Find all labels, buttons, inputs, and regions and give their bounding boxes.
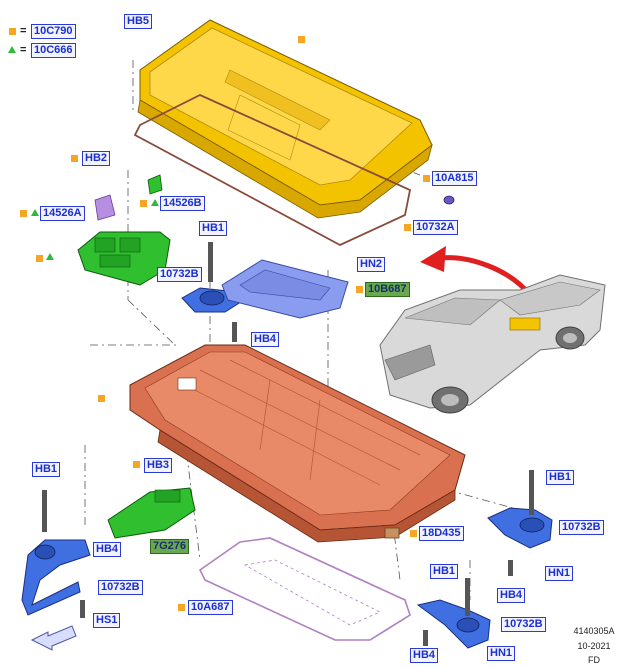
red-arrow-icon xyxy=(439,255,532,297)
callout-18d435: 18D435 xyxy=(419,526,464,541)
square-marker xyxy=(20,210,27,217)
square-marker xyxy=(298,36,305,43)
callout-hn2: HN2 xyxy=(357,257,386,272)
callout-hb1-bottom: HB1 xyxy=(430,564,459,579)
legend-equals: = xyxy=(20,25,27,37)
callout-hb4-left: HB4 xyxy=(93,542,122,557)
module-14526a xyxy=(77,174,171,286)
callout-14526b: 14526B xyxy=(160,196,205,211)
bracket-bottom xyxy=(416,578,491,649)
bracket-right xyxy=(487,470,553,576)
legend-triangle-icon xyxy=(8,46,16,53)
top-gasket xyxy=(133,94,412,247)
square-marker xyxy=(410,530,417,537)
plug-10a815 xyxy=(443,195,455,205)
fitting-18d435 xyxy=(384,527,400,539)
callout-14526a: 14526A xyxy=(40,206,85,221)
callout-hb5: HB5 xyxy=(124,14,153,29)
square-marker xyxy=(404,224,411,231)
triangle-marker xyxy=(151,199,159,206)
callout-10732b-bottom: 10732B xyxy=(501,617,546,632)
callout-hb1-right: HB1 xyxy=(546,470,575,485)
square-marker xyxy=(356,286,363,293)
legend-triangle-code: 10C666 xyxy=(31,43,76,58)
callout-hb4-right: HB4 xyxy=(497,588,526,603)
callout-hb4-mid: HB4 xyxy=(251,332,280,347)
legend-equals: = xyxy=(20,44,27,56)
callout-hb3: HB3 xyxy=(144,458,173,473)
plate-10b687 xyxy=(221,259,349,319)
figure-date: 10-2021 xyxy=(577,641,611,651)
callout-hb1-top: HB1 xyxy=(199,221,228,236)
square-marker xyxy=(140,200,147,207)
square-marker xyxy=(71,155,78,162)
callout-10732a: 10732A xyxy=(413,220,458,235)
pickup-truck-icon xyxy=(379,274,606,414)
callout-10732b-top: 10732B xyxy=(157,267,202,282)
callout-10732b-left: 10732B xyxy=(98,580,143,595)
callout-7g276: 7G276 xyxy=(150,539,190,554)
callout-hn1-bottom: HN1 xyxy=(487,646,516,661)
square-marker xyxy=(36,255,43,262)
battery-lid xyxy=(137,19,433,219)
figure-code: FD xyxy=(588,655,600,665)
callout-hn1-right: HN1 xyxy=(545,566,574,581)
module-7g276 xyxy=(107,487,196,539)
legend-square-icon xyxy=(9,28,16,35)
triangle-marker xyxy=(46,253,54,260)
callout-hs1: HS1 xyxy=(93,613,121,628)
callout-hb1-left: HB1 xyxy=(32,462,61,477)
callout-10a815: 10A815 xyxy=(432,171,477,186)
square-marker xyxy=(98,395,105,402)
callout-hb2: HB2 xyxy=(82,151,111,166)
square-marker xyxy=(133,461,140,468)
triangle-marker xyxy=(31,209,39,216)
callout-hb4-bottom: HB4 xyxy=(410,648,439,663)
bottom-gasket xyxy=(198,537,411,641)
front-arrow-icon xyxy=(30,625,77,651)
battery-tray xyxy=(129,344,466,543)
figure-id: 4140305A xyxy=(573,626,615,636)
callout-10732b-right: 10732B xyxy=(559,520,604,535)
callout-10b687: 10B687 xyxy=(365,282,410,297)
square-marker xyxy=(178,604,185,611)
callout-10a687: 10A687 xyxy=(188,600,233,615)
bracket-left xyxy=(21,490,91,618)
legend-square-code: 10C790 xyxy=(31,24,76,39)
square-marker xyxy=(423,175,430,182)
